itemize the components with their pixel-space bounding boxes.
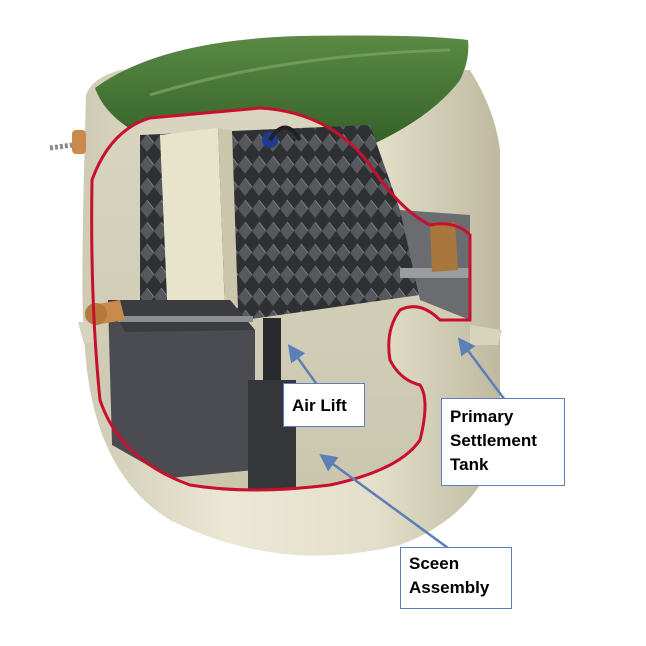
callout-air-lift: Air Lift [283, 383, 365, 427]
baffle-plate [160, 128, 225, 322]
arrow-screen-assembly [319, 453, 449, 550]
screen-hanger-rail [118, 316, 253, 322]
callout-screen-assembly: Sceen Assembly [400, 547, 512, 609]
callout-screen-line-1: Sceen [409, 554, 460, 573]
tank-rim-ledge-right [470, 325, 502, 345]
air-supply-hose [268, 125, 302, 142]
right-shelf [400, 268, 470, 278]
cutaway-outline [90, 106, 472, 492]
right-fitting [430, 222, 458, 272]
callout-primary-settlement-tank: Primary Settlement Tank [441, 398, 565, 486]
callout-primary-line-2: Settlement [450, 431, 537, 450]
screen-assembly-box [108, 300, 255, 478]
callout-primary-line-1: Primary [450, 407, 514, 426]
arrow-primary-settlement [457, 337, 506, 401]
baffle-edge [218, 128, 238, 310]
air-hose [49, 142, 73, 151]
inlet-cap [85, 303, 107, 325]
callout-primary-line-3: Tank [450, 455, 489, 474]
arrow-air-lift [287, 344, 320, 387]
outlet-fitting [72, 130, 86, 154]
callout-screen-line-2: Assembly [409, 578, 490, 597]
lid-ridge [149, 48, 451, 97]
callout-air-lift-line-1: Air Lift [292, 396, 347, 415]
